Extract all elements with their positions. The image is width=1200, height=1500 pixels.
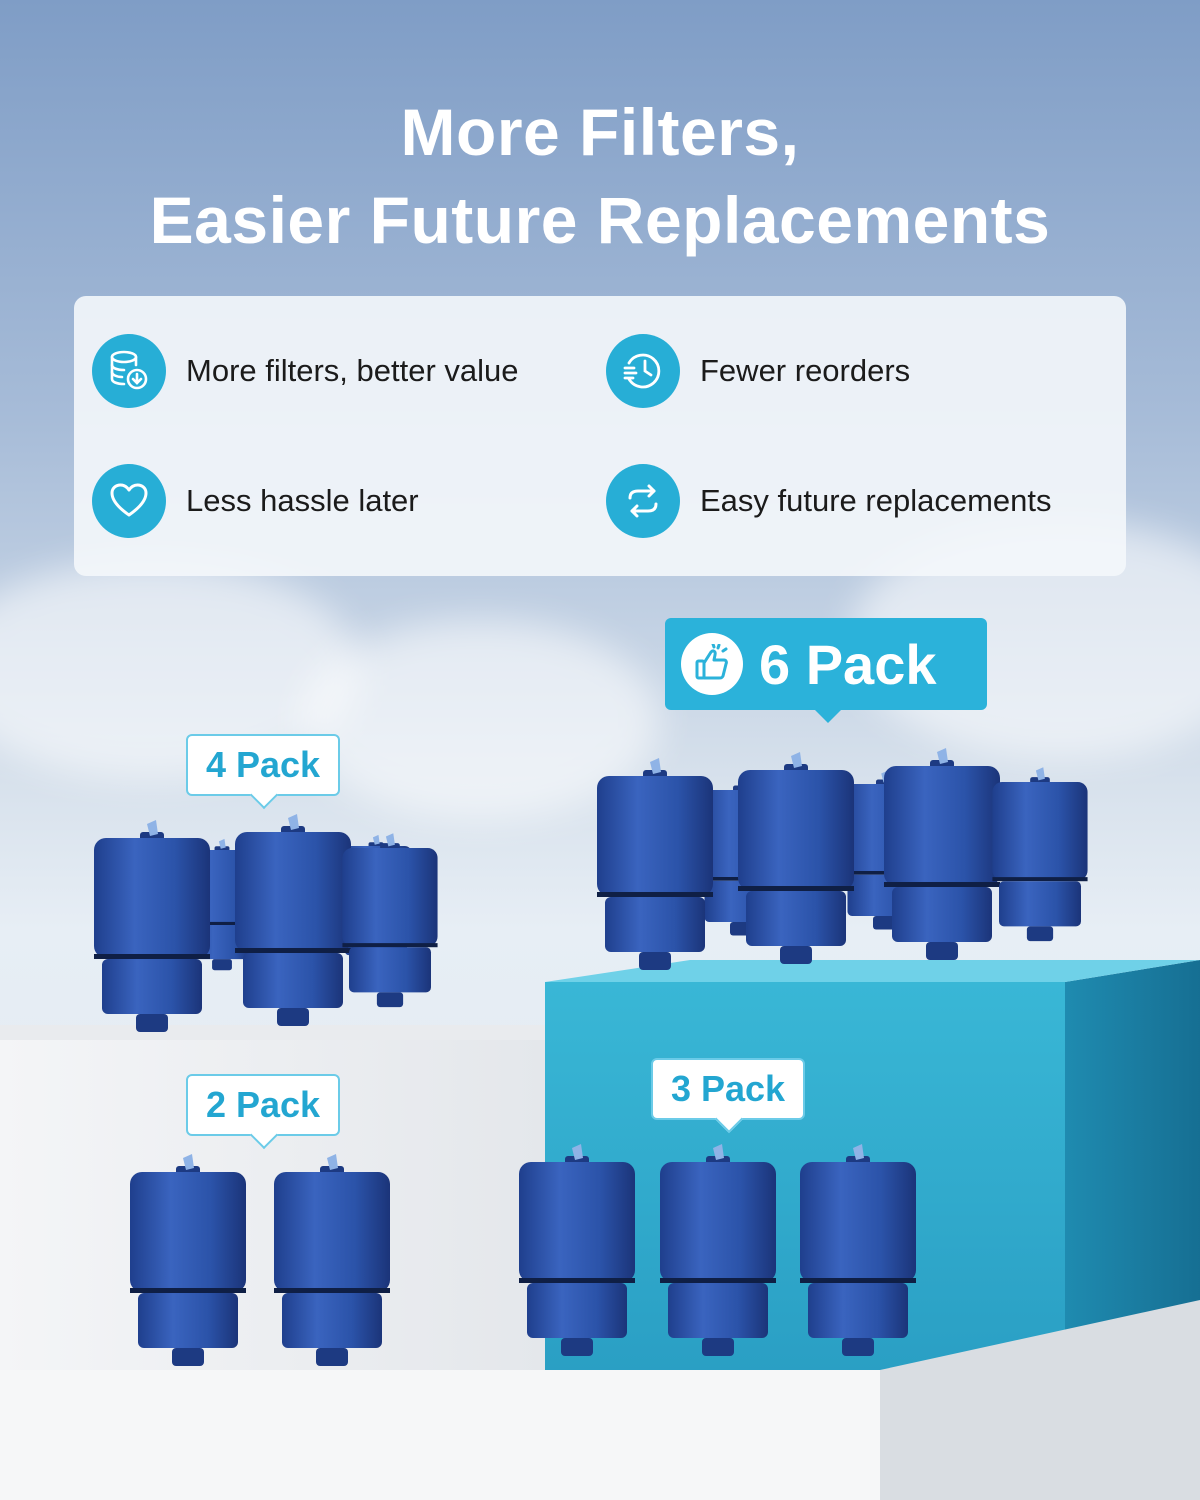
page-title: More Filters, Easier Future Replacements [0, 88, 1200, 264]
heart-icon [92, 464, 166, 538]
refresh-arrows-icon [606, 464, 680, 538]
database-download-icon [92, 334, 166, 408]
feature-label: Less hassle later [186, 483, 419, 518]
three-pack-text: 3 Pack [670, 1068, 786, 1109]
four-pack-label: 4 Pack [186, 734, 340, 810]
three-pack-label: 3 Pack [651, 1058, 805, 1134]
feature-item: Fewer reorders [606, 334, 910, 408]
feature-label: Fewer reorders [700, 353, 911, 388]
six-pack-text: 6 Pack [759, 632, 937, 696]
thumbs-up-icon [681, 633, 743, 695]
feature-item: More filters, better value [92, 334, 519, 408]
feature-item: Less hassle later [92, 464, 419, 538]
features-panel: More filters, better value Fewer reorder… [74, 296, 1126, 576]
front-step-side [880, 1300, 1200, 1500]
clock-list-icon [606, 334, 680, 408]
four-pack-text: 4 Pack [205, 744, 321, 785]
badge-pointer [814, 709, 842, 723]
two-pack-text: 2 Pack [205, 1084, 321, 1125]
two-pack-label: 2 Pack [186, 1074, 340, 1150]
teal-pedestal-top [545, 960, 1200, 982]
six-pack-filters [597, 748, 1088, 970]
three-pack-filters [519, 1144, 916, 1356]
white-pedestal-top [0, 1025, 545, 1040]
title-line-1: More Filters, [400, 95, 800, 169]
four-pack-filters [94, 814, 438, 1032]
feature-item: Easy future replacements [606, 464, 1052, 538]
teal-pedestal-side [1065, 960, 1200, 1372]
title-line-2: Easier Future Replacements [149, 183, 1051, 257]
six-pack-badge: 6 Pack [665, 618, 987, 723]
feature-label: More filters, better value [186, 353, 519, 388]
feature-label: Easy future replacements [700, 483, 1052, 518]
